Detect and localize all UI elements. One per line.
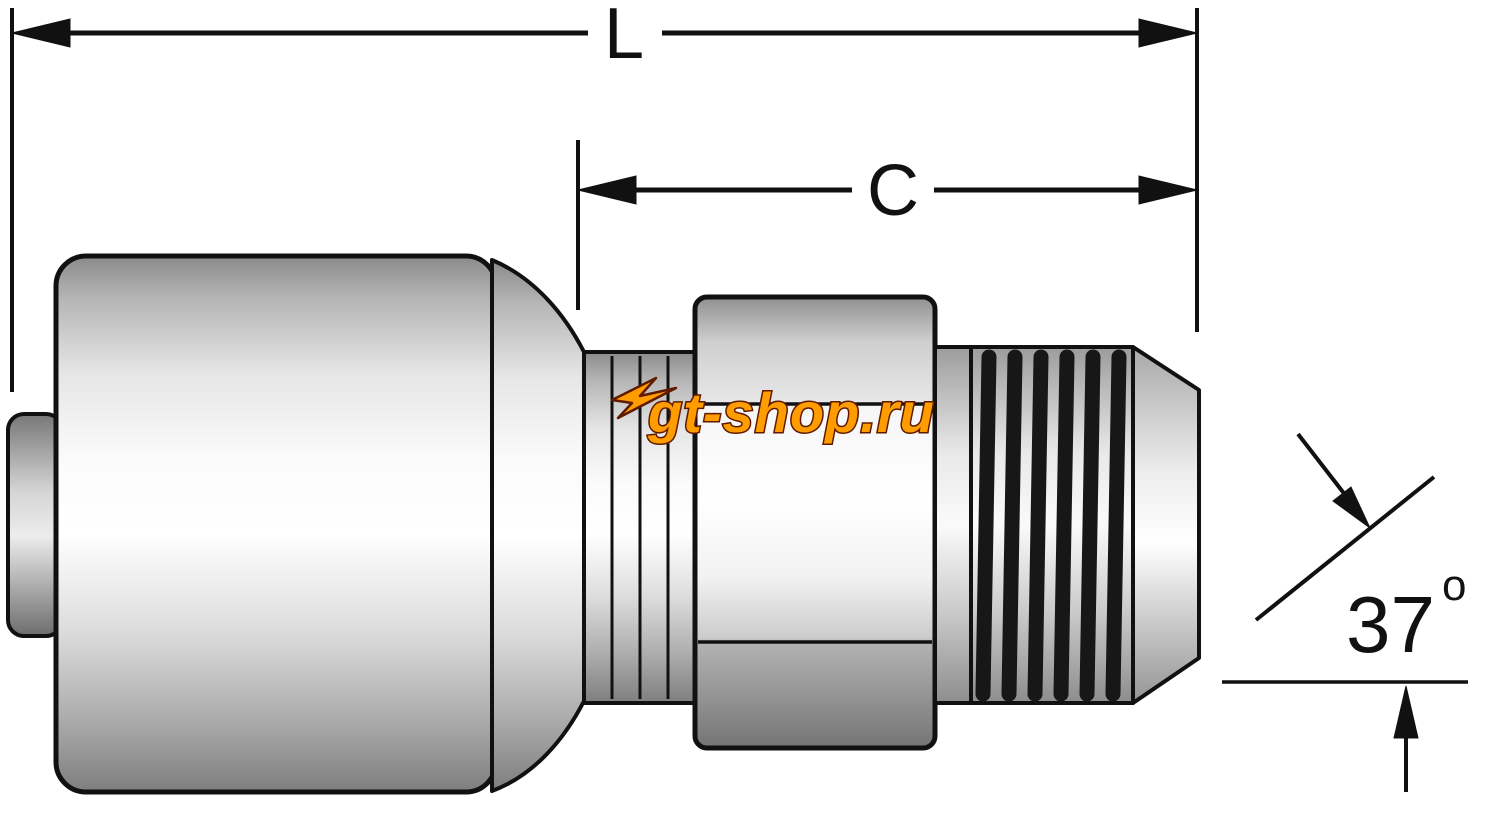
- dimension-l: L: [10, 0, 1199, 392]
- thread-ridge: [975, 349, 997, 702]
- thread-ridge: [1053, 349, 1075, 702]
- arrowhead-c-right: [1138, 175, 1198, 205]
- hex-nut-body: [692, 294, 938, 751]
- thread-ridge: [1001, 349, 1023, 702]
- dimension-c-label: C: [867, 151, 919, 231]
- watermark: gt-shop.ru: [610, 376, 935, 446]
- thread-ridge: [1105, 349, 1127, 702]
- flare-nose: [1131, 345, 1201, 705]
- thread-shank: [933, 345, 973, 705]
- angle-pointer-arrowhead: [1393, 685, 1419, 739]
- thread-ridge: [1027, 349, 1049, 702]
- shell-taper: [490, 258, 586, 793]
- arrowhead-l-right: [1138, 18, 1198, 48]
- collar-rings: [582, 350, 697, 705]
- threads: [969, 345, 1135, 705]
- thread-ridge: [1079, 349, 1101, 702]
- degree-symbol: o: [1442, 561, 1466, 610]
- thread-base: [969, 345, 1135, 705]
- arrowhead-c-left: [577, 175, 637, 205]
- angle-value-label: 37: [1346, 580, 1435, 669]
- crimp-shell: [53, 253, 499, 795]
- fitting-drawing: [6, 253, 1201, 795]
- angle-leader-arrowhead: [1332, 486, 1372, 530]
- watermark-text: gt-shop.ru: [647, 381, 935, 444]
- hex-nut: [692, 294, 938, 751]
- angle-annotation: 37 o: [1222, 432, 1468, 792]
- watermark-flame-icon: [610, 376, 678, 420]
- dimension-c: C: [576, 140, 1198, 310]
- angle-reference-diagonal: [1254, 475, 1436, 622]
- angle-leader-line: [1296, 432, 1348, 498]
- dimension-l-label: L: [604, 0, 644, 74]
- arrowhead-l-left: [11, 18, 71, 48]
